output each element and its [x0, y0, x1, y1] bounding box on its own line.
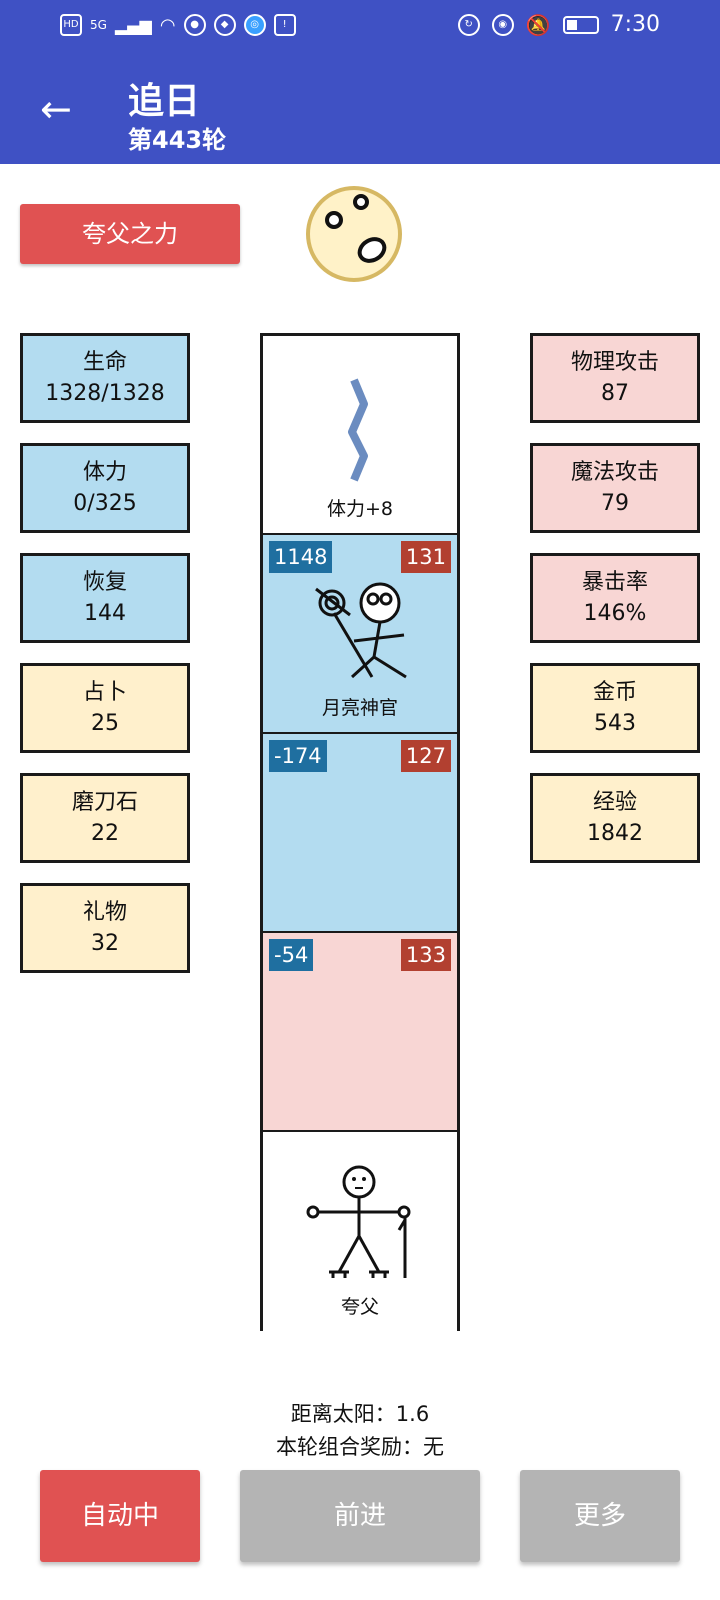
battery-icon: [562, 15, 599, 34]
cell-label: 体力+8: [326, 498, 393, 520]
status-right: ↻ ◉ 🔕 7:30: [457, 12, 660, 37]
stat-hp: 生命 1328/1328: [20, 333, 190, 423]
auto-button[interactable]: 自动中: [40, 1470, 200, 1562]
status-bar: HD 5G ▂▄▆ ◠ ● ◆ ◎ ! ↻ ◉ 🔕 7:30: [0, 0, 720, 52]
stat-gift: 礼物 32: [20, 883, 190, 973]
stat-crit-rate: 暴击率 146%: [530, 553, 700, 643]
road-cell-enemy[interactable]: 1148 131 月亮神官: [263, 535, 457, 734]
road-cell-empty[interactable]: -174 127: [263, 734, 457, 933]
signal-icon: ▂▄▆: [114, 15, 152, 35]
enemy-atk-badge: 131: [400, 541, 451, 573]
forward-button[interactable]: 前进: [240, 1470, 480, 1562]
stat-name: 礼物: [82, 900, 127, 925]
hp-change-badge: -54: [269, 939, 314, 971]
stat-physical-attack: 物理攻击 87: [530, 333, 700, 423]
eye-icon: ◉: [491, 13, 514, 36]
stat-name: 恢复: [82, 570, 127, 595]
qq-icon: ◆: [213, 14, 236, 36]
stat-gold: 金币 543: [530, 663, 700, 753]
cell-label: 月亮神官: [321, 697, 398, 719]
status-left: HD 5G ▂▄▆ ◠ ● ◆ ◎ !: [60, 14, 296, 36]
stat-magic-attack: 魔法攻击 79: [530, 443, 700, 533]
stat-name: 磨刀石: [71, 790, 138, 815]
wifi-icon: ◠: [159, 14, 176, 36]
cell-label: 夸父: [340, 1296, 379, 1318]
stat-name: 暴击率: [581, 570, 648, 595]
atk-badge: 133: [400, 939, 451, 971]
stat-divination: 占卜 25: [20, 663, 190, 753]
distance-to-sun: 距离太阳：1.6: [290, 1402, 430, 1426]
alert-icon: !: [273, 14, 296, 36]
stat-value: 1842: [587, 821, 643, 846]
stat-whetstone: 磨刀石 22: [20, 773, 190, 863]
clock: 7:30: [610, 12, 660, 37]
hd-icon: HD: [60, 14, 82, 36]
stat-name: 生命: [82, 350, 127, 375]
stat-value: 87: [601, 381, 629, 406]
stat-name: 体力: [82, 460, 127, 485]
more-button[interactable]: 更多: [520, 1470, 680, 1562]
stat-value: 32: [91, 931, 119, 956]
enemy-hp-badge: 1148: [269, 541, 333, 573]
stat-name: 物理攻击: [570, 350, 659, 375]
network-label: 5G: [90, 18, 107, 32]
stat-value: 0/325: [73, 491, 137, 516]
hp-change-badge: -174: [269, 740, 327, 772]
mute-bell-icon: 🔕: [525, 12, 551, 37]
road-cell-empty[interactable]: -54 133: [263, 933, 457, 1132]
stat-value: 146%: [583, 601, 647, 626]
app-bar: HD 5G ▂▄▆ ◠ ● ◆ ◎ ! ↻ ◉ 🔕 7:30 ← 追日 第443…: [0, 0, 720, 164]
location-icon: ◎: [243, 14, 266, 36]
sync-icon: ↻: [457, 13, 480, 36]
stat-recovery: 恢复 144: [20, 553, 190, 643]
road-column: 体力+8 1148 131 月亮神官 -174 127 -54 133: [260, 333, 460, 1331]
stat-stamina: 体力 0/325: [20, 443, 190, 533]
wechat-icon: ●: [183, 14, 206, 36]
stat-name: 占卜: [82, 680, 127, 705]
kuafu-icon: [306, 1165, 411, 1278]
skill-button[interactable]: 夸父之力: [20, 204, 240, 264]
stamina-wave-icon: [348, 378, 368, 482]
round-counter: 第443轮: [128, 126, 227, 154]
stat-name: 经验: [592, 790, 637, 815]
stat-value: 22: [91, 821, 119, 846]
stat-value: 144: [84, 601, 126, 626]
moon-icon: [306, 186, 402, 282]
stat-value: 543: [594, 711, 636, 736]
road-cell-hero[interactable]: 夸父: [263, 1132, 457, 1331]
combo-reward: 本轮组合奖励：无: [276, 1435, 444, 1459]
stat-value: 25: [91, 711, 119, 736]
moon-priest-icon: [315, 582, 407, 679]
stat-experience: 经验 1842: [530, 773, 700, 863]
atk-badge: 127: [400, 740, 451, 772]
stat-value: 1328/1328: [45, 381, 165, 406]
stat-name: 魔法攻击: [570, 460, 659, 485]
back-arrow-icon[interactable]: ←: [40, 87, 72, 131]
stat-value: 79: [601, 491, 629, 516]
page-title: 追日: [128, 81, 201, 122]
stat-name: 金币: [592, 680, 637, 705]
road-cell-item[interactable]: 体力+8: [263, 336, 457, 535]
